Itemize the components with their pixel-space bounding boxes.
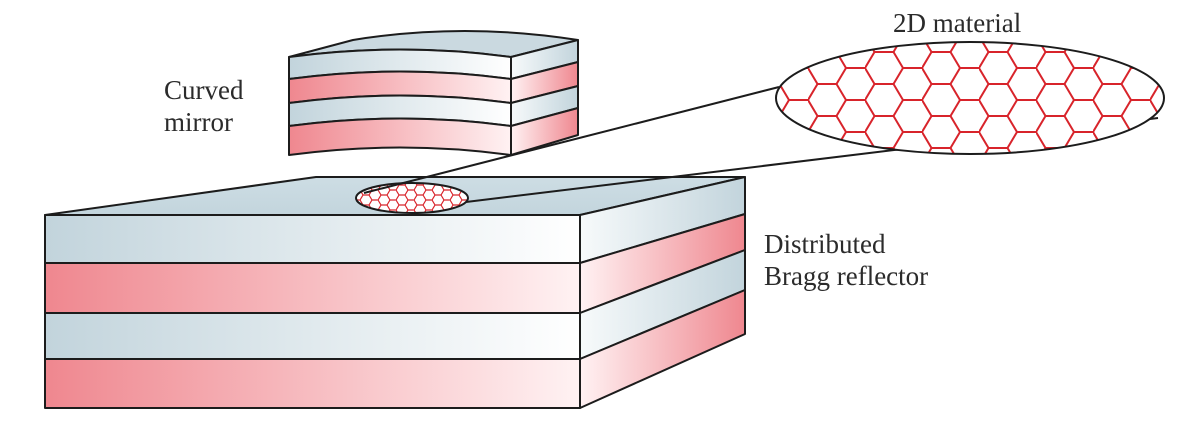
bragg-reflector [44, 176, 746, 409]
dbr-side-layer-4 [579, 289, 746, 409]
dbr-label: Distributed Bragg reflector [764, 228, 928, 292]
curved-mirror-label-line-1: Curved [164, 75, 244, 105]
dbr-layer-4 [44, 358, 581, 409]
dbr-layer-3 [44, 312, 581, 360]
curved-mirror [288, 30, 579, 156]
dbr-layer-1 [44, 214, 581, 264]
dbr-label-line-1: Distributed [764, 229, 886, 259]
material-magnified [775, 41, 1165, 155]
zoom-line-upper [363, 86, 780, 194]
curved-mirror-layer-4 [288, 117, 512, 156]
material-label: 2D material [893, 7, 1021, 39]
material-label-text: 2D material [893, 8, 1022, 38]
dbr-layer-2 [44, 262, 581, 314]
curved-mirror-side-4 [510, 107, 579, 156]
material-patch [355, 182, 469, 214]
dbr-label-line-2: Bragg reflector [764, 261, 929, 291]
curved-mirror-label-line-2: mirror [164, 107, 233, 137]
curved-mirror-label: Curved mirror [164, 74, 243, 138]
